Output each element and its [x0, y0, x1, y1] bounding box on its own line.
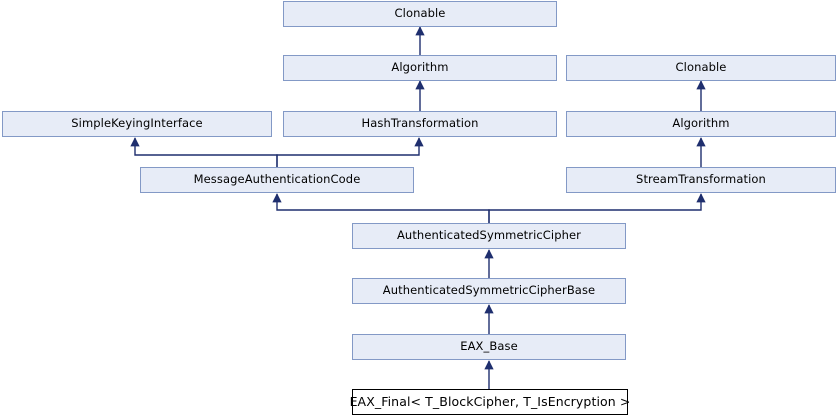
class-node-clonable_right[interactable]: Clonable — [566, 55, 836, 81]
class-node-label: SimpleKeyingInterface — [71, 116, 203, 131]
inheritance-arrowhead — [415, 26, 425, 36]
class-node-label: Clonable — [394, 6, 446, 21]
class-node-hash_transformation[interactable]: HashTransformation — [283, 111, 557, 137]
inheritance-edge — [276, 194, 490, 223]
class-node-label: AuthenticatedSymmetricCipherBase — [382, 283, 596, 298]
class-node-simple_keying_interface[interactable]: SimpleKeyingInterface — [2, 111, 272, 137]
inheritance-arrowhead — [272, 193, 282, 203]
class-node-clonable_top[interactable]: Clonable — [283, 1, 557, 27]
class-node-eax_base[interactable]: EAX_Base — [352, 334, 626, 360]
class-node-algorithm_right[interactable]: Algorithm — [566, 111, 836, 137]
inheritance-arrowhead — [484, 249, 494, 259]
inheritance-edge — [276, 138, 420, 167]
inheritance-arrowhead — [484, 304, 494, 314]
inheritance-arrowhead — [696, 80, 706, 90]
inheritance-arrowhead — [130, 137, 140, 147]
class-node-eax_final[interactable]: EAX_Final< T_BlockCipher, T_IsEncryption… — [349, 389, 631, 415]
class-node-label: HashTransformation — [361, 116, 479, 131]
class-node-label: Algorithm — [391, 60, 449, 75]
class-node-algorithm_mid[interactable]: Algorithm — [283, 55, 557, 81]
inheritance-arrowhead — [415, 80, 425, 90]
inheritance-arrowhead — [696, 137, 706, 147]
class-node-label: StreamTransformation — [636, 172, 766, 187]
class-node-label: Algorithm — [672, 116, 730, 131]
inheritance-arrowhead — [484, 360, 494, 370]
class-node-label: Clonable — [675, 60, 727, 75]
class-node-authenticated_symmetric_cipher[interactable]: AuthenticatedSymmetricCipher — [352, 223, 626, 249]
class-node-authenticated_symmetric_cipher_base[interactable]: AuthenticatedSymmetricCipherBase — [352, 278, 626, 304]
class-node-label: AuthenticatedSymmetricCipher — [396, 228, 582, 243]
inheritance-arrowhead — [696, 193, 706, 203]
class-node-stream_transformation[interactable]: StreamTransformation — [566, 167, 836, 193]
inheritance-arrowhead — [414, 137, 424, 147]
class-node-label: EAX_Base — [460, 339, 518, 354]
inheritance-edge — [134, 138, 278, 167]
class-node-label: EAX_Final< T_BlockCipher, T_IsEncryption… — [349, 393, 631, 409]
class-node-label: MessageAuthenticationCode — [193, 172, 361, 187]
inheritance-edge — [488, 194, 702, 223]
class-node-message_authentication_code[interactable]: MessageAuthenticationCode — [140, 167, 414, 193]
